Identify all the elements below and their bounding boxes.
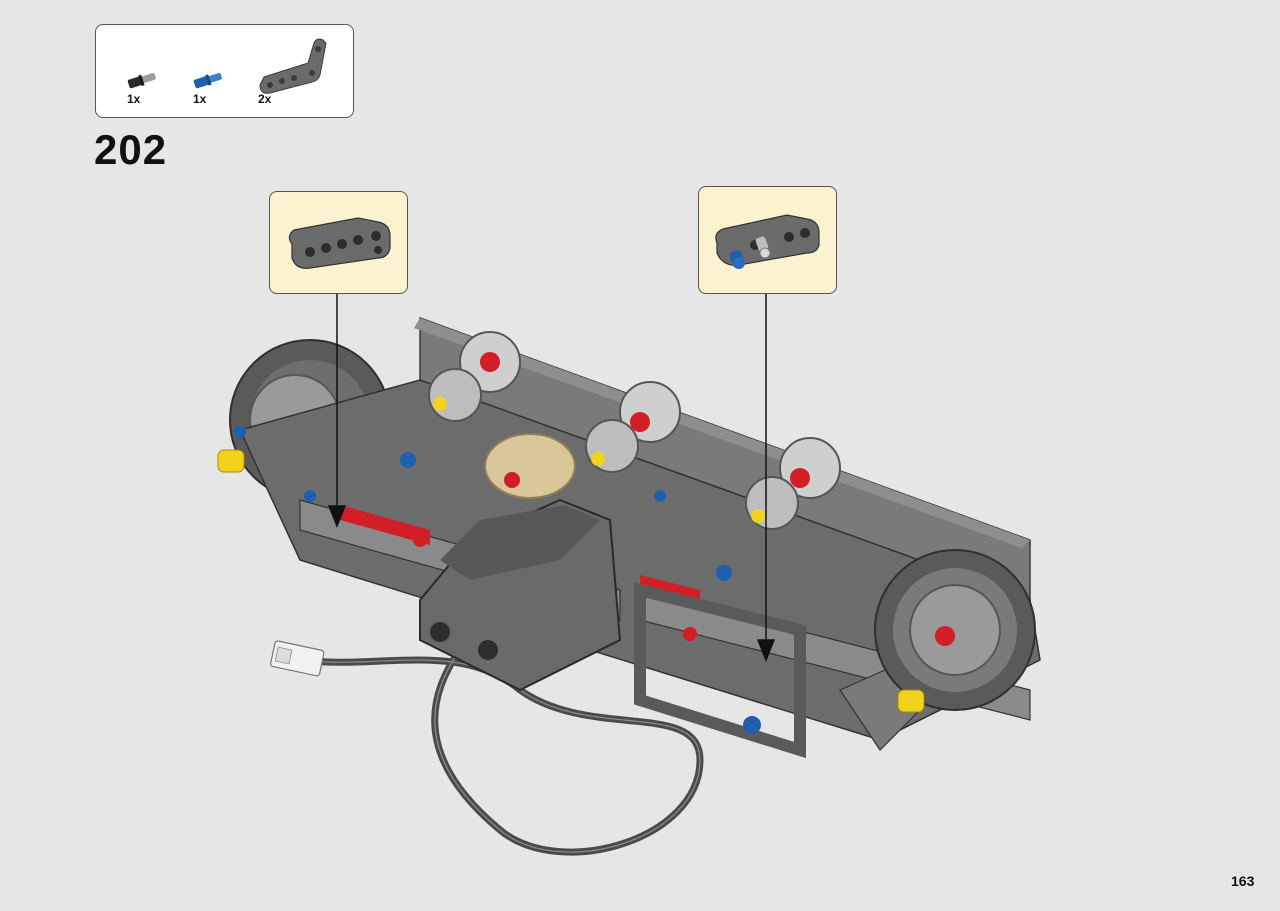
part-qty: 2x (258, 92, 272, 106)
grey-bent-beam-icon (288, 217, 391, 269)
page-number: 163 (1231, 873, 1255, 889)
cable-connector (270, 640, 325, 677)
callout-left (269, 191, 408, 294)
part-qty: 1x (127, 92, 141, 106)
black-axle-pin-icon (127, 73, 156, 89)
pins (217, 426, 925, 734)
motor (419, 498, 622, 692)
grey-bent-beam-with-pins-icon (715, 214, 820, 269)
part-qty: 1x (193, 92, 207, 106)
arrow-right (756, 294, 776, 663)
blue-axle-pin-icon (193, 73, 222, 89)
right-sprocket (874, 549, 1036, 711)
arrow-left (327, 294, 347, 529)
step-number: 202 (94, 126, 168, 173)
gears (428, 331, 841, 530)
parts-list-box: 1x 1x 2x (95, 24, 354, 118)
callout-right (698, 186, 837, 294)
grey-bent-beam-icon (259, 38, 327, 94)
